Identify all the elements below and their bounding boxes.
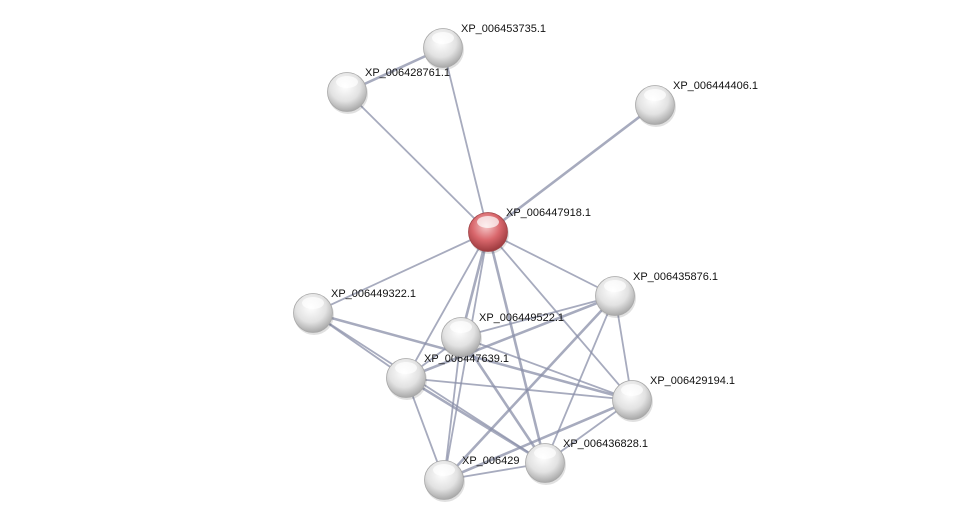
node-label: XP_006428761.1 (365, 67, 450, 79)
node-label: XP_006447918.1 (506, 207, 591, 219)
edge-n918-n876[interactable] (487, 231, 616, 297)
edge-n918-n639[interactable] (405, 231, 489, 379)
protein-node[interactable] (424, 460, 466, 503)
edge-n876-n828[interactable] (544, 295, 616, 464)
protein-node[interactable] (293, 293, 335, 336)
edges-layer (312, 46, 656, 482)
node-label: XP_006453735.1 (461, 23, 546, 35)
protein-node[interactable] (525, 443, 567, 486)
protein-node[interactable] (386, 358, 428, 401)
labels-layer: XP_006453735.1XP_006428761.1XP_006444406… (331, 23, 758, 467)
protein-node[interactable] (635, 85, 677, 128)
protein-node[interactable] (327, 72, 369, 115)
node-label: XP_006436828.1 (563, 438, 648, 450)
node-label: XP_006429 (462, 455, 520, 467)
node-label: XP_006444406.1 (673, 80, 758, 92)
edge-n876-n522[interactable] (460, 295, 616, 338)
edge-n406-n918[interactable] (487, 103, 656, 234)
node-label: XP_006435876.1 (633, 271, 718, 283)
edge-n194-n429[interactable] (443, 398, 633, 482)
edge-n918-n828[interactable] (486, 231, 547, 464)
edge-n918-n194[interactable] (487, 231, 633, 401)
edge-n876-n429[interactable] (443, 295, 616, 481)
query-node[interactable] (468, 212, 510, 255)
edge-n918-n322[interactable] (312, 231, 489, 314)
edge-n761-n918[interactable] (346, 91, 489, 233)
node-label: XP_006449322.1 (331, 288, 416, 300)
node-label: XP_006429194.1 (650, 375, 735, 387)
nodes-layer (293, 28, 677, 503)
edge-n522-n429[interactable] (443, 336, 462, 481)
protein-node[interactable] (595, 276, 637, 319)
protein-node[interactable] (612, 380, 654, 423)
edge-n522-n194[interactable] (460, 336, 633, 401)
protein-node[interactable] (423, 28, 465, 71)
protein-node[interactable] (441, 317, 483, 360)
edge-n639-n194[interactable] (405, 377, 633, 401)
node-label: XP_006449522.1 (479, 312, 564, 324)
edge-n876-n639[interactable] (405, 294, 616, 380)
node-label: XP_006447639.1 (424, 353, 509, 365)
edge-n735-n918[interactable] (442, 47, 489, 233)
edge-n639-n828[interactable] (405, 376, 546, 465)
